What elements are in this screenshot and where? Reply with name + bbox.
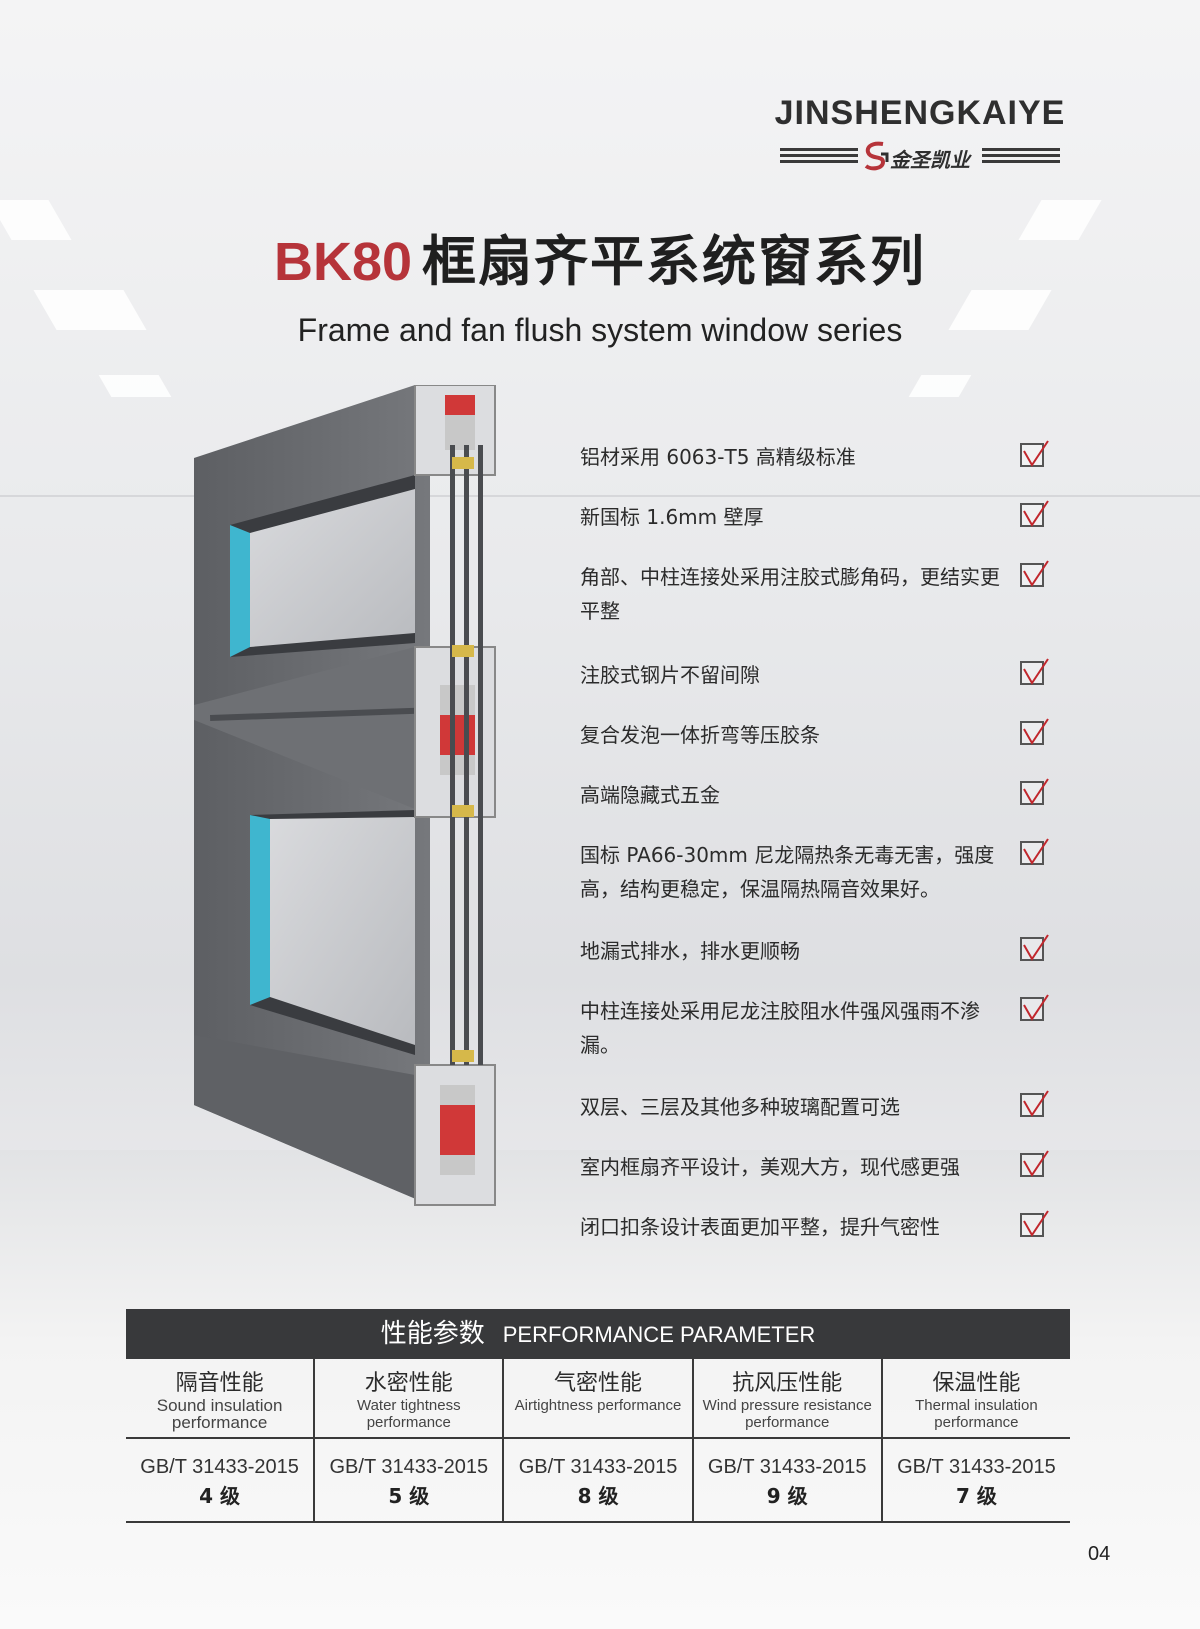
performance-name-en: Sound insulation performance	[156, 1396, 283, 1432]
performance-column-head: 隔音性能 Sound insulation performance	[126, 1359, 314, 1439]
feature-text: 中柱连接处采用尼龙注胶阻水件强风强雨不渗漏。	[580, 999, 980, 1057]
feature-text: 国标 PA66-30mm 尼龙隔热条无毒无害，强度高，结构更稳定，保温隔热隔音效…	[580, 843, 995, 901]
feature-item: 国标 PA66-30mm 尼龙隔热条无毒无害，强度高，结构更稳定，保温隔热隔音效…	[580, 838, 1050, 906]
performance-grade: 5 级	[388, 1484, 430, 1508]
performance-column-body: GB/T 31433-2015 7 级	[883, 1439, 1070, 1521]
performance-column: 抗风压性能 Wind pressure resistance performan…	[693, 1359, 883, 1521]
performance-column-body: GB/T 31433-2015 8 级	[504, 1439, 691, 1521]
performance-grade: 7 级	[955, 1484, 997, 1508]
performance-title-cn: 性能参数	[380, 1319, 485, 1349]
feature-text: 新国标 1.6mm 壁厚	[580, 505, 764, 529]
brand-name-en: JINSHENGKAIYE	[774, 94, 1066, 132]
performance-grid: 隔音性能 Sound insulation performance GB/T 3…	[126, 1359, 1071, 1523]
performance-name-en: Thermal insulation performance	[915, 1397, 1038, 1431]
check-icon	[1020, 934, 1049, 961]
feature-item: 角部、中柱连接处采用注胶式膨角码，更结实更平整	[580, 560, 1050, 628]
feature-item: 高端隐藏式五金	[580, 778, 1050, 812]
performance-column-head: 气密性能 Airtightness performance	[504, 1359, 692, 1439]
feature-item: 中柱连接处采用尼龙注胶阻水件强风强雨不渗漏。	[580, 994, 1050, 1062]
check-icon	[1020, 500, 1049, 527]
feature-text: 注胶式钢片不留间隙	[580, 663, 760, 687]
performance-name-cn: 水密性能	[364, 1371, 453, 1396]
check-icon	[1020, 1150, 1049, 1177]
check-icon	[1020, 658, 1049, 685]
feature-text: 铝材采用 6063-T5 高精级标准	[580, 445, 856, 469]
brand-logo: JINSHENGKAIYE 金圣凯业	[720, 96, 1120, 174]
brand-sub: 金圣凯业	[720, 140, 1120, 174]
page-subtitle: Frame and fan flush system window series	[297, 312, 903, 348]
window-profile-illustration	[194, 385, 496, 1206]
performance-column-body: GB/T 31433-2015 4 级	[126, 1439, 313, 1521]
feature-item: 注胶式钢片不留间隙	[580, 658, 1050, 692]
wall-line	[0, 495, 1200, 497]
check-icon	[1020, 778, 1049, 805]
performance-column: 隔音性能 Sound insulation performance GB/T 3…	[126, 1359, 316, 1521]
check-icon	[1020, 1210, 1049, 1237]
performance-column-head: 水密性能 Water tightness performance	[315, 1359, 503, 1439]
brand-stripes-right	[982, 148, 1060, 166]
performance-column: 保温性能 Thermal insulation performance GB/T…	[882, 1359, 1071, 1521]
performance-grade: 9 级	[766, 1484, 808, 1508]
performance-title-en: PERFORMANCE PARAMETER	[502, 1322, 816, 1347]
performance-column-body: GB/T 31433-2015 5 级	[315, 1439, 502, 1521]
ceiling-light	[908, 375, 972, 397]
performance-column-head: 抗风压性能 Wind pressure resistance performan…	[693, 1359, 881, 1439]
feature-text: 闭口扣条设计表面更加平整，提升气密性	[580, 1215, 940, 1239]
model-code: BK80	[273, 232, 413, 292]
feature-item: 铝材采用 6063-T5 高精级标准	[580, 440, 1050, 474]
performance-name-cn: 隔音性能	[175, 1371, 264, 1396]
feature-item: 室内框扇齐平设计，美观大方，现代感更强	[580, 1150, 1050, 1184]
brand-stripes-left	[780, 148, 858, 166]
performance-name-en: Water tightness performance	[356, 1397, 461, 1431]
check-icon	[1020, 560, 1049, 587]
performance-name-en: Wind pressure resistance performance	[702, 1397, 872, 1431]
floor	[0, 1150, 1200, 1629]
performance-column-head: 保温性能 Thermal insulation performance	[882, 1359, 1071, 1439]
feature-item: 新国标 1.6mm 壁厚	[580, 500, 1050, 534]
performance-header: 性能参数 PERFORMANCE PARAMETER	[126, 1309, 1070, 1359]
check-icon	[1020, 994, 1049, 1021]
feature-item: 闭口扣条设计表面更加平整，提升气密性	[580, 1210, 1050, 1244]
brand-name-cn: 金圣凯业	[890, 148, 970, 172]
feature-item: 复合发泡一体折弯等压胶条	[580, 718, 1050, 752]
performance-table: 性能参数 PERFORMANCE PARAMETER 隔音性能 Sound ins…	[126, 1309, 1071, 1523]
performance-standard: GB/T 31433-2015	[140, 1456, 299, 1478]
performance-column: 水密性能 Water tightness performance GB/T 31…	[315, 1359, 505, 1521]
performance-standard: GB/T 31433-2015	[707, 1456, 867, 1478]
performance-standard: GB/T 31433-2015	[897, 1456, 1056, 1478]
feature-text: 室内框扇齐平设计，美观大方，现代感更强	[580, 1155, 960, 1179]
feature-text: 双层、三层及其他多种玻璃配置可选	[580, 1095, 900, 1119]
feature-text: 角部、中柱连接处采用注胶式膨角码，更结实更平整	[580, 565, 1000, 623]
feature-text: 复合发泡一体折弯等压胶条	[580, 723, 820, 747]
feature-text: 地漏式排水，排水更顺畅	[580, 939, 800, 963]
feature-item: 双层、三层及其他多种玻璃配置可选	[580, 1090, 1050, 1124]
feature-text: 高端隐藏式五金	[580, 783, 720, 807]
performance-name-en: Airtightness performance	[514, 1397, 682, 1414]
check-icon	[1020, 718, 1049, 745]
check-icon	[1020, 440, 1049, 467]
check-icon	[1020, 1090, 1049, 1117]
performance-column-body: GB/T 31433-2015 9 级	[694, 1439, 881, 1521]
performance-name-cn: 保温性能	[932, 1371, 1021, 1396]
title-cn: 框扇齐平系统窗系列	[422, 230, 927, 293]
performance-standard: GB/T 31433-2015	[329, 1456, 489, 1478]
feature-item: 地漏式排水，排水更顺畅	[580, 934, 1050, 968]
performance-name-cn: 气密性能	[554, 1371, 643, 1396]
check-icon	[1020, 838, 1049, 865]
page-number: 04	[1088, 1543, 1111, 1565]
performance-name-cn: 抗风压性能	[732, 1371, 843, 1396]
performance-grade: 8 级	[577, 1484, 619, 1508]
brand-mark-icon	[864, 141, 889, 171]
performance-grade: 4 级	[199, 1484, 241, 1508]
performance-column: 气密性能 Airtightness performance GB/T 31433…	[504, 1359, 694, 1521]
ceiling-light	[98, 375, 172, 397]
performance-standard: GB/T 31433-2015	[518, 1456, 678, 1478]
